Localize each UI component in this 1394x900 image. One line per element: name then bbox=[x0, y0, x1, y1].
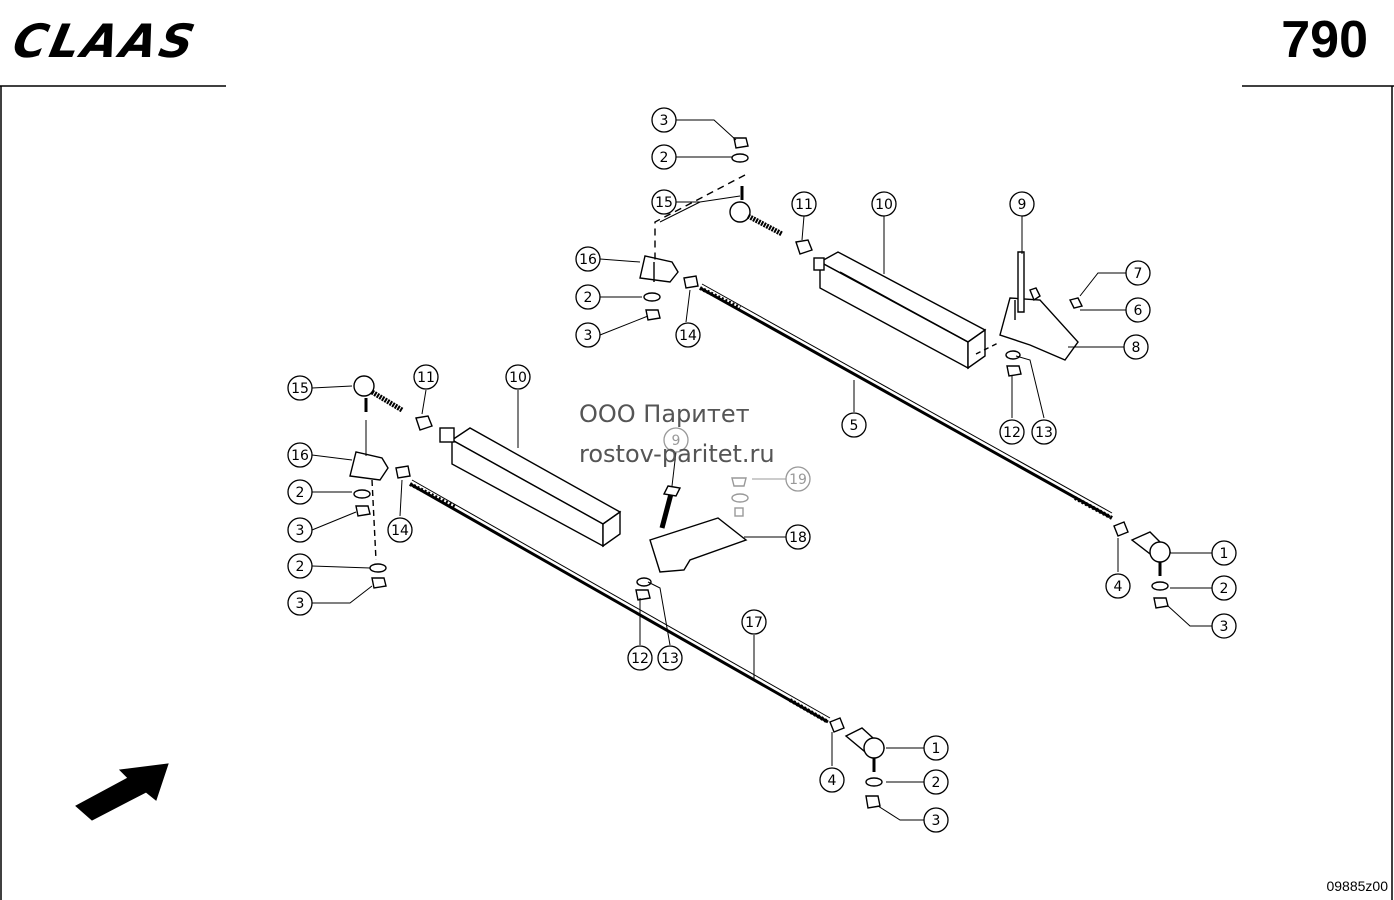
callout-15 bbox=[287, 375, 313, 401]
callout-2 bbox=[287, 553, 313, 579]
callout-label: 3 bbox=[584, 328, 593, 344]
callout-label: 2 bbox=[584, 290, 593, 306]
callout-15 bbox=[651, 189, 677, 215]
callout-label: 9 bbox=[1018, 197, 1027, 213]
callout-label: 17 bbox=[745, 615, 763, 631]
callout-label: 3 bbox=[296, 523, 305, 539]
callout-label: 1 bbox=[932, 741, 941, 757]
watermark-url: rostov-paritet.ru bbox=[579, 440, 775, 468]
callout-16 bbox=[575, 246, 601, 272]
callout-label: 3 bbox=[296, 596, 305, 612]
callout-14 bbox=[387, 517, 413, 543]
upper-assembly bbox=[639, 137, 1172, 609]
callout-label: 8 bbox=[1132, 340, 1141, 356]
callout-label: 2 bbox=[296, 485, 305, 501]
callout-13 bbox=[657, 645, 683, 671]
callout-3 bbox=[1211, 613, 1237, 639]
callout-12 bbox=[999, 419, 1025, 445]
callout-2 bbox=[923, 769, 949, 795]
callout-bubbles bbox=[287, 107, 1237, 833]
callout-label: 12 bbox=[1003, 425, 1021, 441]
callout-2 bbox=[575, 284, 601, 310]
drawing-code: 09885z00 bbox=[1326, 878, 1388, 894]
callout-numbers: 3 2 15 11 10 9 7 6 8 16 2 3 14 12 13 5 1… bbox=[291, 113, 1228, 829]
callout-label: 2 bbox=[296, 559, 305, 575]
callout-label: 13 bbox=[1035, 425, 1053, 441]
callout-label: 3 bbox=[1220, 619, 1229, 635]
callout-label: 16 bbox=[579, 252, 597, 268]
page-number: 790 bbox=[1281, 11, 1368, 69]
callout-label: 14 bbox=[391, 523, 409, 539]
callout-2 bbox=[287, 479, 313, 505]
callout-label: 2 bbox=[1220, 581, 1229, 597]
callout-2 bbox=[651, 144, 677, 170]
callout-8 bbox=[1123, 334, 1149, 360]
callout-label: 14 bbox=[679, 328, 697, 344]
callout-16 bbox=[287, 442, 313, 468]
callout-label: 2 bbox=[932, 775, 941, 791]
callout-label: 9 bbox=[672, 433, 681, 449]
callout-12 bbox=[627, 645, 653, 671]
callout-10 bbox=[505, 364, 531, 390]
direction-arrow-icon bbox=[75, 763, 169, 821]
watermark-company: ООО Паритет bbox=[579, 400, 750, 428]
callout-4 bbox=[819, 767, 845, 793]
callout-label: 3 bbox=[660, 113, 669, 129]
callout-label: 7 bbox=[1134, 266, 1143, 282]
callout-9 bbox=[663, 427, 689, 453]
callout-1 bbox=[1211, 540, 1237, 566]
callout-9 bbox=[1009, 191, 1035, 217]
callout-6 bbox=[1125, 297, 1151, 323]
callout-label: 13 bbox=[661, 651, 679, 667]
callout-3 bbox=[287, 590, 313, 616]
callout-label: 12 bbox=[631, 651, 649, 667]
callout-7 bbox=[1125, 260, 1151, 286]
callout-label: 1 bbox=[1220, 546, 1229, 562]
callout-label: 3 bbox=[932, 813, 941, 829]
callout-17 bbox=[741, 609, 767, 635]
callout-3 bbox=[575, 322, 601, 348]
callout-11 bbox=[413, 364, 439, 390]
callout-label: 16 bbox=[291, 448, 309, 464]
callout-label: 11 bbox=[795, 197, 813, 213]
callout-3 bbox=[287, 517, 313, 543]
callout-3 bbox=[923, 807, 949, 833]
callout-label: 15 bbox=[291, 381, 309, 397]
callout-14 bbox=[675, 322, 701, 348]
callout-label: 4 bbox=[828, 773, 837, 789]
callout-1 bbox=[923, 735, 949, 761]
callout-2 bbox=[1211, 575, 1237, 601]
callout-label: 5 bbox=[850, 418, 859, 434]
leader-lines bbox=[311, 119, 1212, 821]
callout-19 bbox=[785, 466, 811, 492]
callout-label: 4 bbox=[1114, 579, 1123, 595]
callout-11 bbox=[791, 191, 817, 217]
callout-3 bbox=[651, 107, 677, 133]
callout-18 bbox=[785, 524, 811, 550]
callout-label: 15 bbox=[655, 195, 673, 211]
callout-label: 10 bbox=[875, 197, 893, 213]
callout-13 bbox=[1031, 419, 1057, 445]
callout-label: 2 bbox=[660, 150, 669, 166]
callout-10 bbox=[871, 191, 897, 217]
callout-4 bbox=[1105, 573, 1131, 599]
frame bbox=[0, 85, 1394, 900]
callout-label: 10 bbox=[509, 370, 527, 386]
callout-label: 6 bbox=[1134, 303, 1143, 319]
lower-assembly bbox=[349, 375, 886, 809]
callout-5 bbox=[841, 412, 867, 438]
callout-label: 18 bbox=[789, 530, 807, 546]
callout-label: 19 bbox=[789, 472, 807, 488]
callout-label: 11 bbox=[417, 370, 435, 386]
